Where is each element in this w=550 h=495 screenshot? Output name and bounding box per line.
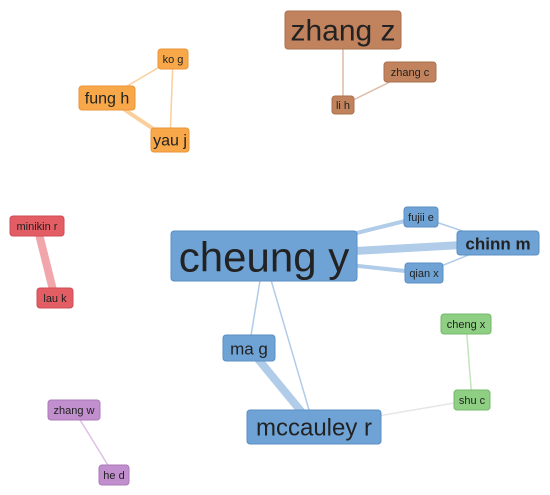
nodes-layer: zhang z zhang c li h ko g fung h yau j minikin…: [9, 10, 540, 486]
node-box-qian-x: [404, 262, 444, 284]
node-box-fung-h: [78, 85, 136, 111]
node-zhang-w[interactable]: zhang w: [47, 399, 101, 421]
link-minikin-r-lau-k: [33, 222, 59, 302]
node-cheng-x[interactable]: cheng x: [440, 313, 492, 335]
node-box-yau-j: [150, 127, 190, 153]
node-box-zhang-c: [383, 61, 437, 83]
node-label-mccauley-r: mccauley r: [256, 415, 372, 442]
node-box-lau-k: [36, 287, 74, 309]
node-label-minikin-r: minikin r: [17, 221, 58, 233]
link-cheung-y-mccauley-r: [263, 255, 315, 428]
node-label-zhang-c: zhang c: [391, 67, 430, 79]
node-label-ma-g: ma g: [230, 340, 268, 359]
node-box-ko-g: [157, 48, 189, 70]
node-zhang-z[interactable]: zhang z: [284, 10, 402, 50]
node-qian-x[interactable]: qian x: [404, 262, 444, 284]
node-box-cheng-x: [440, 313, 492, 335]
node-label-zhang-z: zhang z: [290, 15, 395, 48]
node-shu-c[interactable]: shu c: [453, 389, 491, 411]
node-box-zhang-w: [47, 399, 101, 421]
node-chinn-m[interactable]: chinn m: [456, 230, 540, 256]
node-label-cheung-y: cheung y: [179, 234, 349, 281]
node-label-he-d: he d: [103, 470, 124, 482]
node-he-d[interactable]: he d: [98, 464, 130, 486]
node-label-yau-j: yau j: [153, 133, 187, 150]
node-label-zhang-w: zhang w: [54, 405, 95, 417]
node-box-mccauley-r: [246, 409, 382, 445]
node-label-chinn-m: chinn m: [465, 235, 530, 254]
node-box-cheung-y: [170, 230, 358, 282]
node-box-chinn-m: [456, 230, 540, 256]
node-box-zhang-z: [284, 10, 402, 50]
node-ma-g[interactable]: ma g: [222, 334, 276, 362]
node-label-fujii-e: fujii e: [408, 212, 434, 224]
node-box-fujii-e: [403, 206, 439, 228]
node-cheung-y[interactable]: cheung y: [170, 230, 358, 282]
node-fujii-e[interactable]: fujii e: [403, 206, 439, 228]
node-mccauley-r[interactable]: mccauley r: [246, 409, 382, 445]
node-box-li-h: [331, 95, 355, 115]
node-minikin-r[interactable]: minikin r: [9, 215, 65, 237]
node-box-shu-c: [453, 389, 491, 411]
node-li-h[interactable]: li h: [331, 95, 355, 115]
link-cheng-x-shu-c: [465, 323, 473, 401]
node-box-minikin-r: [9, 215, 65, 237]
node-yau-j[interactable]: yau j: [150, 127, 190, 153]
node-lau-k[interactable]: lau k: [36, 287, 74, 309]
link-ko-g-yau-j: [169, 58, 174, 141]
node-ko-g[interactable]: ko g: [157, 48, 189, 70]
link-zhang-w-he-d: [73, 409, 115, 476]
node-label-shu-c: shu c: [459, 395, 486, 407]
node-label-fung-h: fung h: [85, 91, 129, 108]
node-box-ma-g: [222, 334, 276, 362]
node-zhang-c[interactable]: zhang c: [383, 61, 437, 83]
node-fung-h[interactable]: fung h: [78, 85, 136, 111]
node-label-cheng-x: cheng x: [447, 319, 486, 331]
node-label-ko-g: ko g: [163, 54, 184, 66]
node-label-qian-x: qian x: [409, 268, 439, 280]
node-label-lau-k: lau k: [43, 293, 67, 305]
node-box-he-d: [98, 464, 130, 486]
node-label-li-h: li h: [336, 100, 350, 112]
